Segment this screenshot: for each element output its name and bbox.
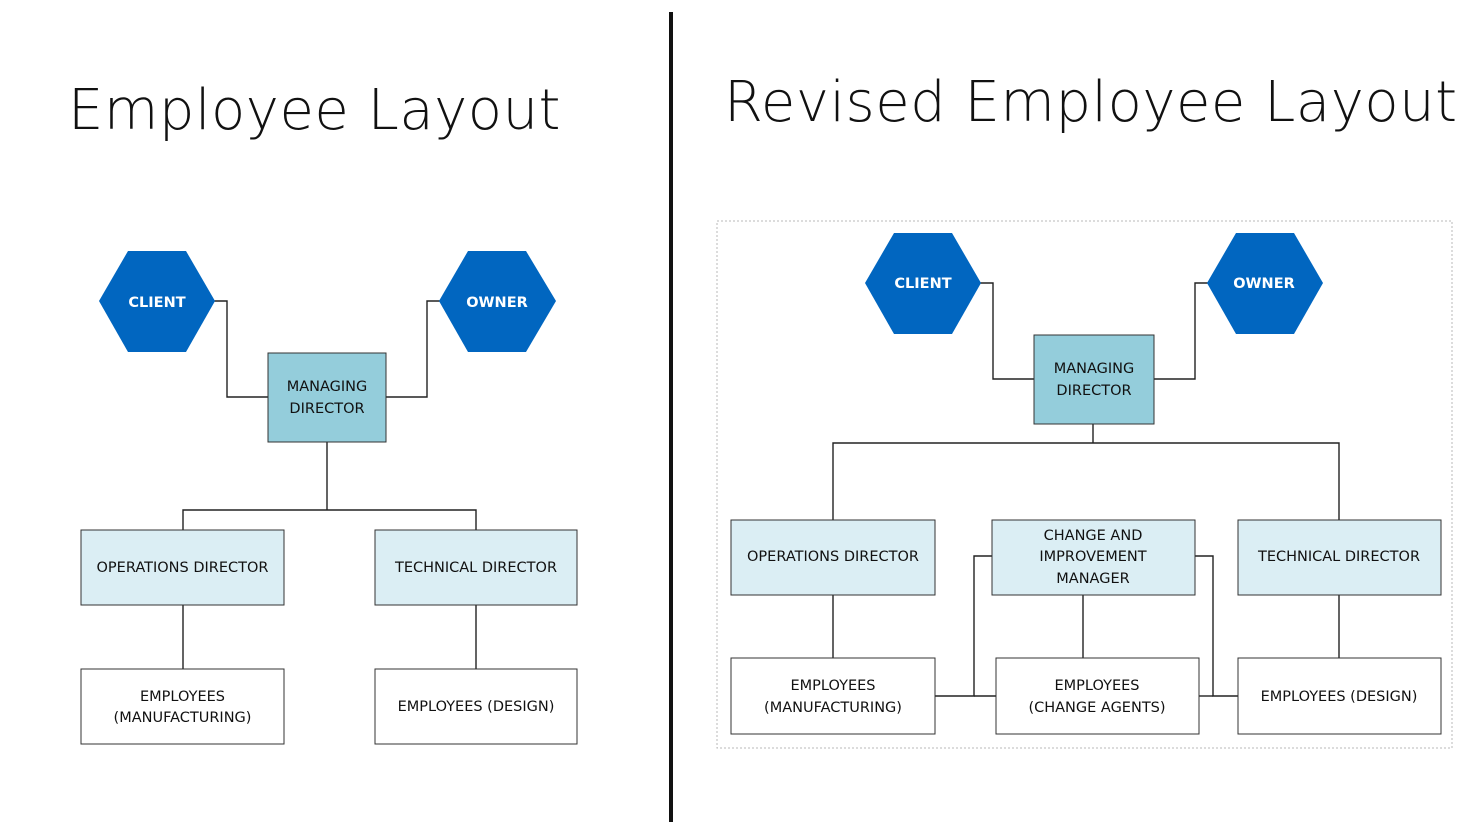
client-hexagon — [99, 251, 215, 352]
managing-director-label-line-1: MANAGING — [287, 379, 368, 395]
connector-change-design — [1195, 555, 1238, 697]
managing-director-label-line-2: DIRECTOR — [1056, 383, 1131, 399]
employees-design-node: EMPLOYEES (DESIGN) — [374, 668, 578, 745]
employees-design-label: EMPLOYEES (DESIGN) — [1261, 689, 1418, 705]
owner-hexagon — [1207, 233, 1323, 334]
operations-director-label: OPERATIONS DIRECTOR — [97, 560, 269, 576]
original-connectors — [182, 300, 477, 669]
technical-director-label: TECHNICAL DIRECTOR — [394, 560, 557, 576]
owner-node: OWNER — [439, 251, 556, 352]
change-manager-label-line-1: CHANGE AND — [1044, 528, 1143, 544]
employees-manufacturing-node: EMPLOYEES (MANUFACTURING) — [80, 668, 285, 745]
technical-director-label: TECHNICAL DIRECTOR — [1257, 549, 1420, 565]
operations-director-node: OPERATIONS DIRECTOR — [80, 529, 285, 606]
owner-label: OWNER — [1233, 276, 1295, 292]
revised-org-chart: CLIENT OWNER MANAGING DIRECTOR OPERATION… — [730, 233, 1442, 735]
employees-design-label: EMPLOYEES (DESIGN) — [398, 699, 555, 715]
technical-director-node: TECHNICAL DIRECTOR — [1237, 519, 1442, 596]
employees-manufacturing-label-line-2: (MANUFACTURING) — [114, 710, 252, 726]
managing-director-box — [1033, 334, 1155, 425]
client-label: CLIENT — [128, 295, 185, 311]
client-node: CLIENT — [865, 233, 981, 334]
operations-director-label: OPERATIONS DIRECTOR — [747, 549, 919, 565]
technical-director-box — [374, 529, 578, 606]
owner-label: OWNER — [466, 295, 528, 311]
change-manager-label-line-3: MANAGER — [1056, 571, 1129, 587]
employees-manufacturing-label-line-1: EMPLOYEES — [791, 678, 876, 694]
employees-change-agents-node: EMPLOYEES (CHANGE AGENTS) — [995, 657, 1200, 735]
connector-directors-bus — [832, 442, 1340, 520]
employees-manufacturing-node: EMPLOYEES (MANUFACTURING) — [730, 657, 936, 735]
client-hexagon — [865, 233, 981, 334]
connector-client-md — [214, 300, 268, 398]
employees-manufacturing-label-line-1: EMPLOYEES — [140, 689, 225, 705]
managing-director-box — [267, 352, 387, 443]
client-node: CLIENT — [99, 251, 215, 352]
connector-owner-md — [386, 300, 440, 398]
right-title: Revised Employee Layout — [724, 70, 1458, 135]
owner-hexagon — [439, 251, 556, 352]
operations-director-box — [80, 529, 285, 606]
connector-owner-md — [1154, 282, 1208, 380]
technical-director-box — [1237, 519, 1442, 596]
change-manager-label-line-2: IMPROVEMENT — [1039, 549, 1146, 565]
operations-director-box — [730, 519, 936, 596]
original-org-chart: CLIENT OWNER MANAGING DIRECTOR OPERATION… — [80, 251, 578, 745]
owner-node: OWNER — [1207, 233, 1323, 334]
employees-design-box — [1237, 657, 1442, 735]
revised-connectors — [832, 282, 1340, 697]
employees-manufacturing-box — [730, 657, 936, 735]
connector-change-manufacturing — [935, 555, 992, 697]
managing-director-node: MANAGING DIRECTOR — [267, 352, 387, 443]
technical-director-node: TECHNICAL DIRECTOR — [374, 529, 578, 606]
managing-director-node: MANAGING DIRECTOR — [1033, 334, 1155, 425]
left-title: Employee Layout — [68, 78, 562, 143]
employees-change-agents-label-line-2: (CHANGE AGENTS) — [1028, 700, 1165, 716]
change-improvement-manager-box — [991, 519, 1196, 596]
employees-manufacturing-label-line-2: (MANUFACTURING) — [764, 700, 902, 716]
managing-director-label-line-1: MANAGING — [1054, 361, 1135, 377]
revised-chart-frame — [716, 220, 1453, 749]
change-improvement-manager-node: CHANGE AND IMPROVEMENT MANAGER — [991, 519, 1196, 596]
employees-design-box — [374, 668, 578, 745]
connector-directors-bus — [182, 509, 477, 530]
connector-client-md — [980, 282, 1034, 380]
employees-change-agents-box — [995, 657, 1200, 735]
employees-manufacturing-box — [80, 668, 285, 745]
employees-design-node: EMPLOYEES (DESIGN) — [1237, 657, 1442, 735]
operations-director-node: OPERATIONS DIRECTOR — [730, 519, 936, 596]
client-label: CLIENT — [894, 276, 951, 292]
employees-change-agents-label-line-1: EMPLOYEES — [1055, 678, 1140, 694]
managing-director-label-line-2: DIRECTOR — [289, 401, 364, 417]
